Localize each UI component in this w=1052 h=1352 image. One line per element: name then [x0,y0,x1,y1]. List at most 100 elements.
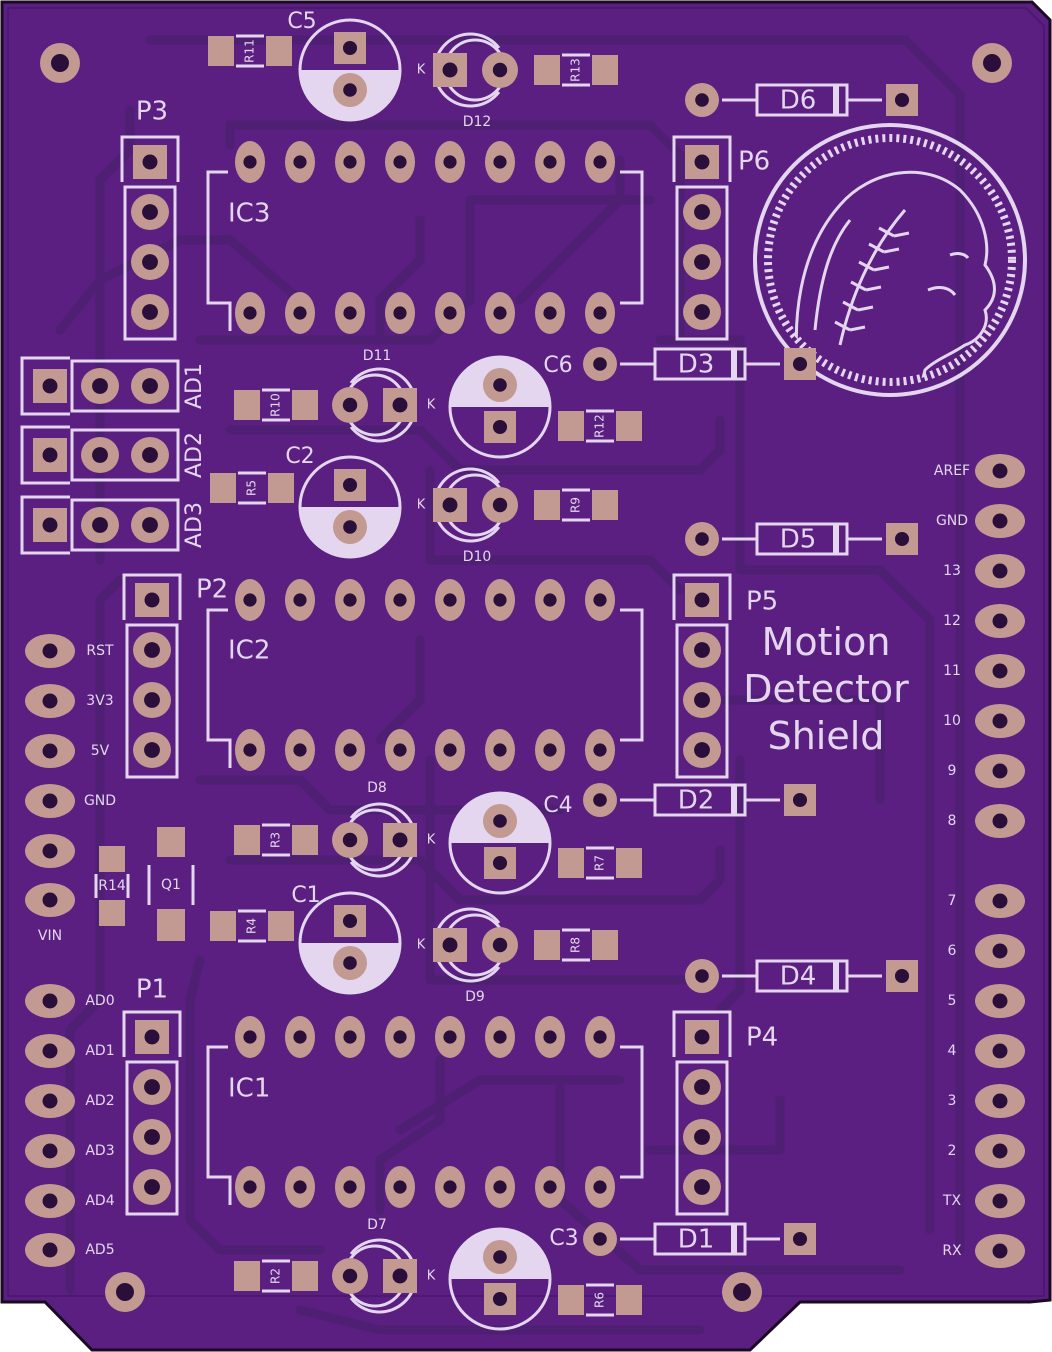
cathode-mark: K [427,833,436,848]
edge-pin-label: 8 [948,813,957,829]
edge-pin-label: AD1 [85,1043,114,1059]
resistor-label: R4 [245,918,259,934]
header-p1: P1 [122,975,182,1216]
diode-d2: D2 [583,783,816,817]
diode-d5: D5 [685,522,918,556]
header-p4: P4 [672,1010,778,1216]
resistor-r8: R8 [534,928,618,962]
led-d7: KD7 [332,1217,436,1314]
led-label: D11 [363,348,392,364]
led-d8: K D8 [332,780,436,878]
chip-ic1: IC1 [206,1016,644,1208]
edge-pin-label: AD0 [85,993,114,1009]
diode-label: D5 [780,525,817,555]
header-label: AD2 [182,432,207,478]
resistor-label: R3 [269,832,283,848]
led-label: D8 [367,780,387,796]
edge-pin-label: 9 [948,763,957,779]
cathode-mark: K [417,938,426,953]
led-label: D9 [465,989,485,1005]
resistor-label: R8 [569,937,583,953]
resistor-r9: R9 [534,488,618,522]
led-d12: K D12 [417,32,518,130]
resistor-label: R14 [98,878,126,894]
edge-pin-label: GND [84,793,116,809]
edge-pin-label: AREF [934,463,970,479]
resistor-r11: R11 [208,34,292,68]
header-label: AD3 [182,502,207,548]
edge-pin-label: 3 [948,1093,957,1109]
header-p2: P2 [122,573,228,779]
resistor-label: R2 [269,1268,283,1284]
diode-label: D6 [780,86,817,116]
cathode-mark: K [427,398,436,413]
header-label: P5 [746,587,778,617]
diode-label: D3 [678,350,715,380]
edge-pin-label: 4 [948,1043,957,1059]
copper-traces [55,35,965,1335]
header-label: P3 [136,97,168,127]
resistor-r3: R3 [234,823,318,857]
board-title: Motion Detector Shield [743,620,909,758]
header-ad3: AD3 [20,495,207,555]
chip-ic3: IC3 [206,141,644,334]
resistor-r4: R4 [210,909,294,943]
edge-pin-label: 6 [948,943,957,959]
header-label: P6 [738,147,770,177]
capacitor-label: C2 [285,444,314,469]
mounting-holes [40,43,1012,1312]
diode-label: D4 [780,962,817,992]
transistor-q1: Q1 [147,827,195,941]
diode-d4: D4 [685,959,918,993]
capacitor-label: C3 [549,1226,578,1251]
led-label: D10 [463,549,492,565]
header-label: P2 [196,575,228,605]
header-ad1: AD1 [20,356,207,416]
edge-pin-label: 5 [948,993,957,1009]
led-d9: K D9 [417,907,518,1005]
cathode-mark: K [417,498,426,513]
capacitor-c4: C4 [448,791,573,895]
edge-pin-label: AD3 [85,1143,114,1159]
chip-label: IC2 [228,636,270,666]
resistor-label: R10 [269,393,283,417]
capacitor-label: C6 [543,353,572,378]
edge-pin-label: AD2 [85,1093,114,1109]
resistor-label: R7 [593,855,607,871]
capacitor-label: C4 [543,793,572,818]
cathode-mark: K [427,1269,436,1284]
diode-d6: D6 [685,83,918,117]
header-label: P4 [746,1023,778,1053]
edge-pin-label: TX [942,1193,962,1209]
cathode-mark: K [417,63,426,78]
title-line-2: Detector [743,667,909,711]
resistor-label: R5 [245,480,259,496]
edge-pin-label: GND [936,513,968,529]
header-p6: P6 [672,135,770,341]
diode-d3: D3 [583,347,816,381]
resistor-r10: R10 [234,388,318,422]
resistor-r13: R13 [534,53,618,87]
capacitor-c1: C1 [291,883,402,995]
digital-pin-column-lower: 7 6 5 4 3 2TX RX [942,884,1025,1268]
title-line-3: Shield [768,714,885,758]
capacitor-label: C1 [291,883,320,908]
edge-pin-label: 7 [948,893,957,909]
led-d11: K D11 [332,348,436,443]
resistor-r5: R5 [210,471,294,505]
led-label: D12 [463,114,492,130]
edge-pin-label: 10 [943,713,961,729]
resistor-label: R6 [593,1292,607,1308]
resistor-r14: R14 [94,846,130,926]
header-label: P1 [136,975,168,1005]
diode-label: D1 [678,1225,715,1255]
edge-pin-label: 2 [948,1143,957,1159]
vin-label: VIN [38,928,62,944]
edge-pin-label: RX [942,1243,962,1259]
resistor-r2: R2 [234,1259,318,1293]
header-label: AD1 [182,363,207,409]
transistor-label: Q1 [161,877,181,893]
capacitor-c5: C5 [287,9,402,122]
